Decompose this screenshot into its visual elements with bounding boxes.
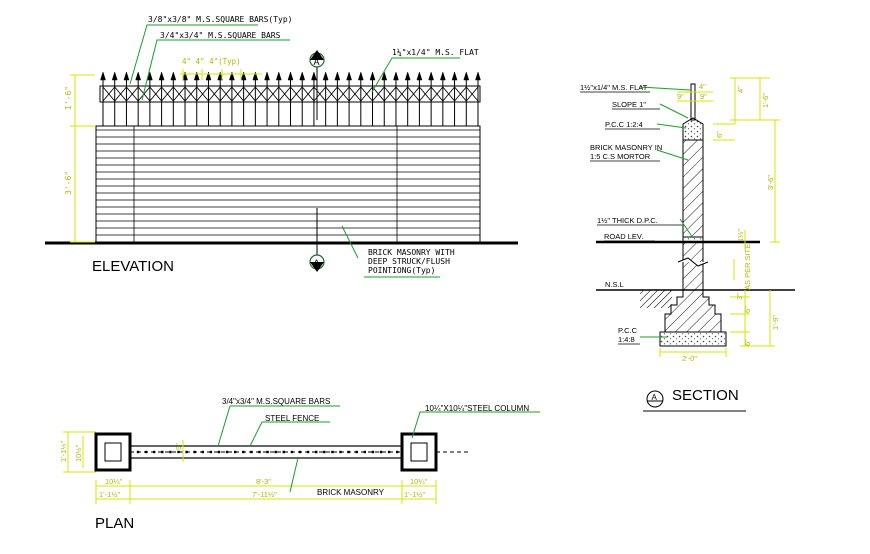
fence-bars [100,71,481,126]
section-footing [664,289,722,333]
spacing-label: 4" 4" 4"(Typ) [182,57,241,66]
section-marker-bottom: A [309,208,325,272]
dim-fence-height: 1'-6" [64,86,73,110]
section-label-masonry-1: BRICK MASONRY IN [590,143,662,152]
elevation-dimensions [70,74,95,243]
fence-rail [99,85,481,103]
label-square-bars: 3/4"x3/4" M.S.SQUARE BARS [160,31,281,40]
dim-b6a: 6" [743,306,752,313]
svg-text:A: A [314,57,320,67]
plan-dim-col-right: 10¼" [410,477,428,486]
section-view: 4" 9" 9" 4" 1'-6" 3'-6" 6" 1½" AS PER SI… [580,77,795,412]
section-label-slope: SLOPE 1" [612,100,646,109]
dim-side-1-6: 1'-6" [761,93,770,108]
fence-lattice [102,86,479,102]
section-dimensions [659,77,780,357]
section-label-pcc-top: P.C.C 1:2:4 [605,120,643,129]
plan-dim-col-right-total: 1'-1½" [404,490,426,499]
dim-b3: 3" [735,293,744,300]
dim-dpc-1-5: 1½" [736,229,745,242]
plan-label-column: 10¼"X10¼"STEEL COLUMN [425,404,529,413]
label-masonry-2: DEEP STRUCK/FLUSH [368,257,450,266]
bar-spacing-dimension [180,69,262,80]
plan-column-left [94,432,132,472]
section-title: SECTION [672,387,739,404]
label-flat: 1¼"x1/4" M.S. FLAT [392,48,479,57]
plan-dim-span-7-11-5: 7'-11½" [252,490,277,499]
dim-wall-height: 3'-6" [64,171,73,195]
section-label-flat: 1½"x1/4" M.S. FLAT [580,83,648,92]
plan-label-fence: STEEL FENCE [265,414,319,423]
elevation-title: ELEVATION [92,258,174,275]
plan-dim-wall-9: 9" [174,443,183,450]
section-title-marker: A [643,390,746,412]
dim-side-3-6: 3'-6" [766,175,775,190]
section-label-road: ROAD LEV. [604,232,643,241]
plan-dim-left-10-5: 10½" [74,444,83,462]
plan-dim-span-8-3: 8'-3" [256,477,271,486]
dim-side-4: 4" [736,86,745,93]
label-masonry-3: POINTIONG(Typ) [368,266,435,275]
plan-leaders [217,405,540,493]
dim-top-4: 4" [699,82,706,91]
section-earth [640,290,672,308]
plan-bars [136,450,399,454]
elevation-leaders [129,24,460,259]
label-masonry-1: BRICK MASONRY WITH [368,248,455,257]
section-leaders [639,86,694,338]
plan-title: PLAN [95,515,134,532]
section-label-masonry-2: 1:5 C.S MORTOR [590,152,651,161]
dim-b6b: 6" [743,339,752,346]
dim-as-per-site: AS PER SITE [743,244,752,290]
dim-base-width: 2'-0" [682,354,697,363]
plan-column-right [400,432,438,472]
dim-b1-9: 1'-9" [771,315,780,330]
dim-top-9-left: 9" [677,92,684,101]
plan-dim-left-1-1-5: 1'-1½" [59,440,68,462]
elevation-view: 1'-6" 3'-6" 4" 4" 4"(Typ) 3/8"x3/8" M.S.… [45,15,518,278]
dim-top-9-right: 9" [700,92,707,101]
svg-text:A: A [652,393,658,402]
section-label-pcc-base-1: P.C.C [618,326,638,335]
section-label-dpc: 1½" THICK D.P.C. [597,216,658,225]
section-break [677,257,709,267]
label-square-bars-typ: 3/8"x3/8" M.S.SQUARE BARS(Typ) [148,15,293,24]
plan-view: 1'-1½" 10½" 9" 10¼" 1'-1½" 8'-3" 7'-11½"… [59,397,540,532]
section-label-pcc-base-2: 1:4:8 [618,335,635,344]
plan-label-square-bars: 3/4"x3/4" M.S.SQUARE BARS [222,397,330,406]
section-pcc-base [659,331,727,347]
section-label-nsl: N.S.L [605,280,624,289]
plan-dim-col-left: 10¼" [105,477,123,486]
svg-text:A: A [314,258,320,268]
plan-label-masonry: BRICK MASONRY [317,488,385,497]
plan-dimensions [63,431,437,504]
plan-dim-col-left-total: 1'-1½" [99,490,121,499]
section-wall-lower [682,241,704,291]
section-marker-top: A [309,50,325,120]
section-coping [682,117,704,141]
section-flat-bar [690,83,696,121]
section-wall [682,139,704,238]
dim-pcc-6: 6" [715,131,724,138]
brick-wall [95,125,481,243]
